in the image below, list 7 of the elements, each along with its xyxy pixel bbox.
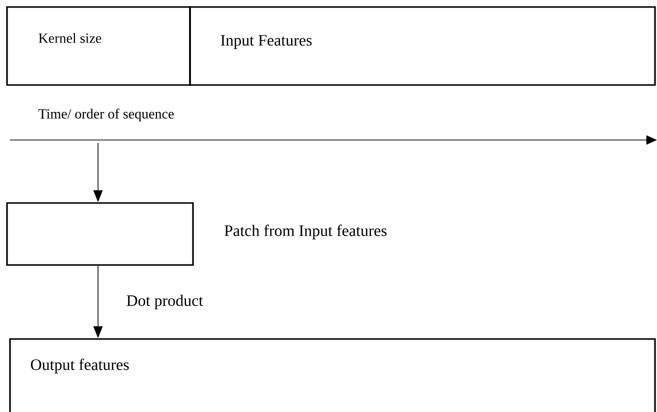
patch-box xyxy=(6,202,194,266)
process-box: Input Features xyxy=(189,6,656,86)
box-caption: Patch from Input features xyxy=(224,224,387,240)
axis-label: Time/ order of sequence xyxy=(38,108,174,122)
process-box: Output features xyxy=(9,338,656,412)
process-box: Kernel size xyxy=(6,6,191,86)
edge-label: Dot product xyxy=(126,294,204,310)
